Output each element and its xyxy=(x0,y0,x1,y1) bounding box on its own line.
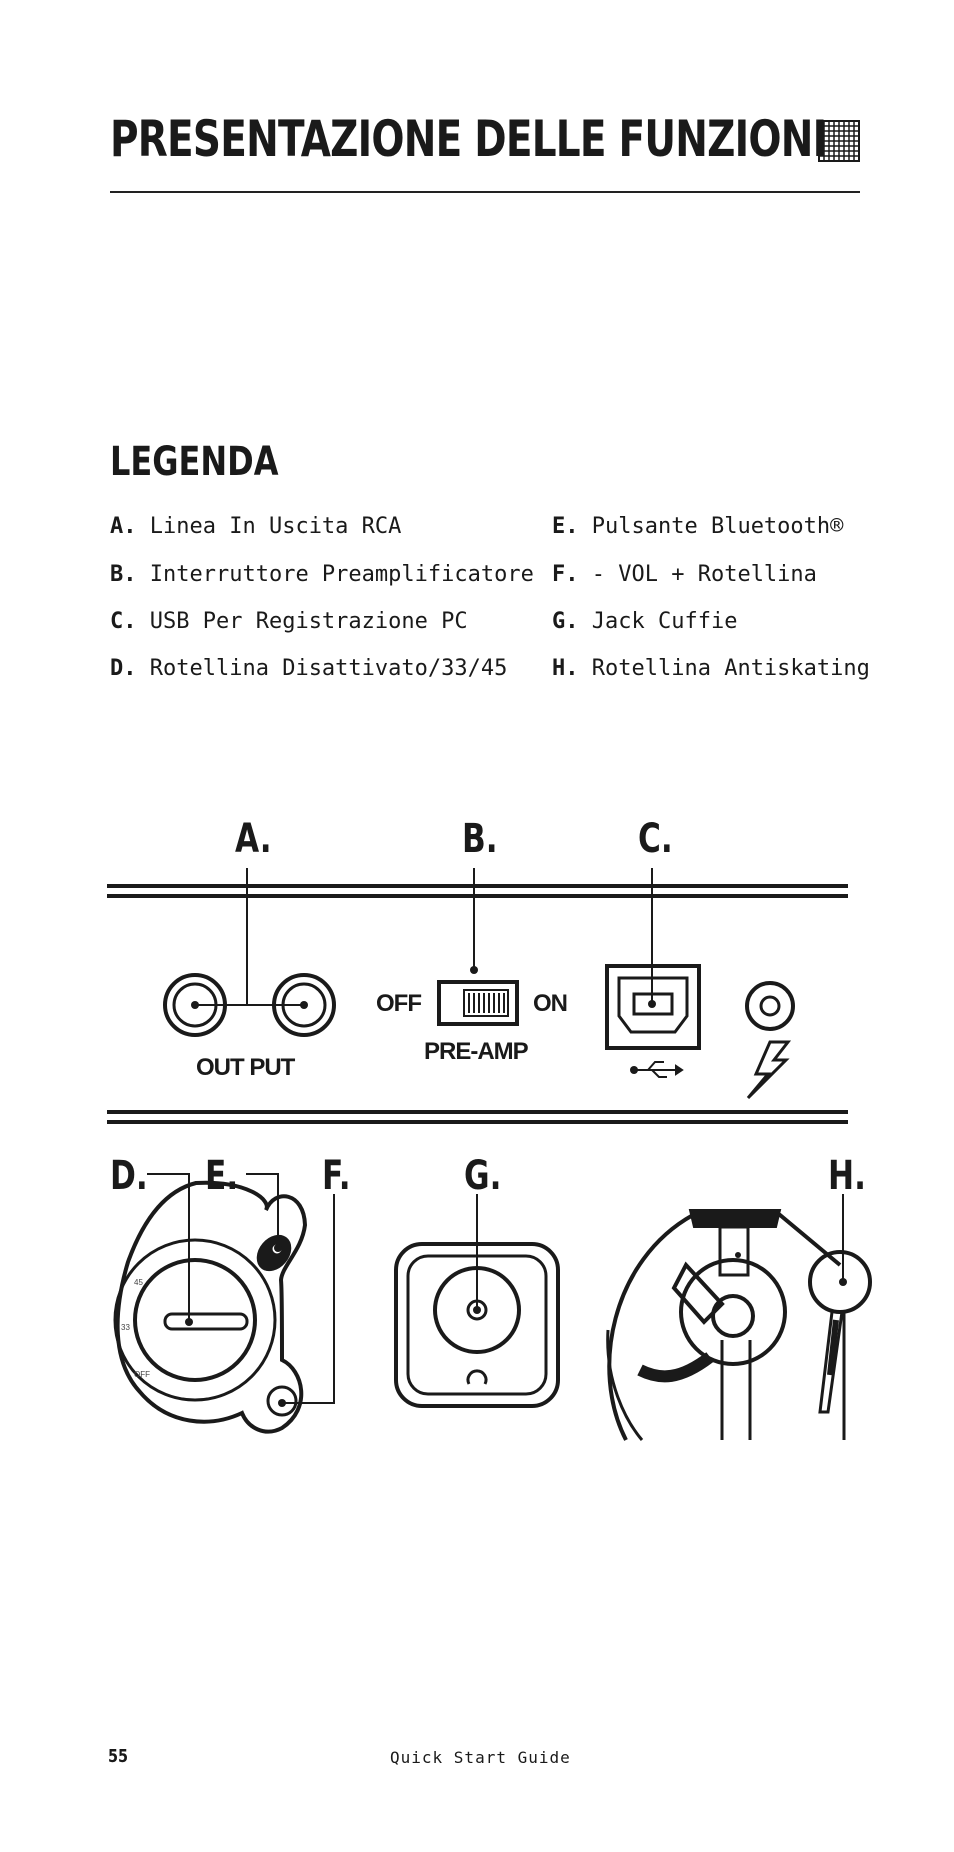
speed-33-label: 33 xyxy=(121,1323,130,1332)
footer-guide-title: Quick Start Guide xyxy=(390,1748,571,1767)
speed-45-label: 45 xyxy=(134,1278,143,1287)
legend-item-b: B. Interruttore Preamplificatore xyxy=(110,562,534,587)
switch-off-label: OFF xyxy=(376,990,422,1017)
volume-knob xyxy=(266,1385,298,1417)
preamp-switch xyxy=(437,980,519,1026)
usb-icon xyxy=(634,1061,684,1078)
speed-selector-knob xyxy=(113,1180,308,1434)
headphone-icon xyxy=(466,1369,488,1385)
preamp-label: PRE-AMP xyxy=(424,1038,529,1065)
tonearm-assembly xyxy=(606,1209,872,1441)
callout-h: H. xyxy=(828,1153,866,1199)
output-label: OUT PUT xyxy=(196,1054,295,1081)
callout-e: E. xyxy=(205,1153,239,1199)
page-number: 55 xyxy=(108,1746,129,1767)
callout-b: B. xyxy=(462,816,498,862)
callout-c: C. xyxy=(638,816,673,862)
callout-d: D. xyxy=(110,1153,148,1199)
callout-f: F. xyxy=(322,1153,351,1199)
legend-item-e: E. Pulsante Bluetooth® xyxy=(552,514,844,539)
speed-off-label: OFF xyxy=(134,1370,150,1379)
legend-item-f: F. - VOL + Rotellina xyxy=(552,562,817,587)
callout-g: G. xyxy=(464,1153,502,1199)
power-jack xyxy=(745,981,795,1031)
legend-item-c: C. USB Per Registrazione PC xyxy=(110,609,468,634)
lightning-icon xyxy=(746,1040,792,1100)
grid-icon xyxy=(818,120,860,162)
legend-item-h: H. Rotellina Antiskating xyxy=(552,656,870,681)
switch-on-label: ON xyxy=(533,990,568,1017)
legend-item-g: G. Jack Cuffie xyxy=(552,609,738,634)
callout-a: A. xyxy=(235,816,272,862)
legend-item-d: D. Rotellina Disattivato/33/45 xyxy=(110,656,508,681)
legend-title: LEGENDA xyxy=(110,439,279,485)
page-title: PRESENTAZIONE DELLE FUNZIONI xyxy=(110,110,827,168)
legend-item-a: A. Linea In Uscita RCA xyxy=(110,514,402,539)
title-divider xyxy=(110,191,860,193)
